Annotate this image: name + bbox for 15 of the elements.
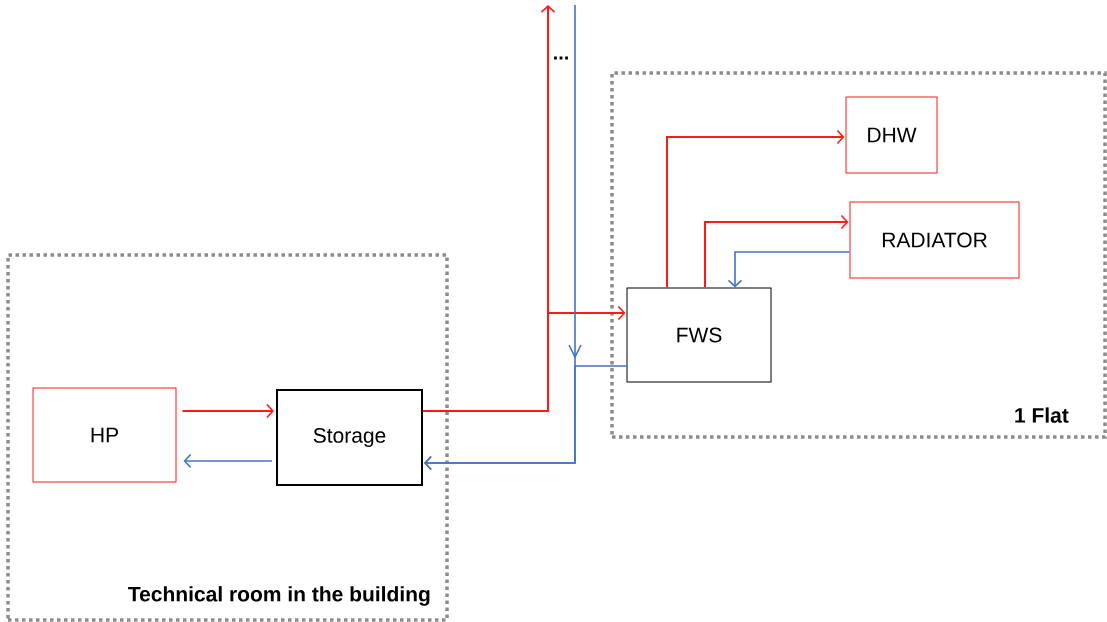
arrow: [666, 129, 845, 289]
process-box: DHW: [845, 96, 938, 174]
arrow: [422, 305, 626, 412]
process-box: FWS: [626, 287, 772, 383]
process-box: HP: [32, 387, 177, 483]
arrow: [704, 214, 849, 289]
arrow: [181, 403, 274, 419]
group-label: Technical room in the building: [128, 586, 430, 606]
ellipsis: ...: [554, 56, 568, 60]
process-box: RADIATOR: [849, 201, 1020, 279]
arrow: [183, 453, 273, 469]
process-box: Storage: [276, 389, 423, 486]
arrow: [727, 251, 851, 288]
arrow: [424, 365, 628, 471]
group-label: 1 Flat: [1015, 407, 1069, 423]
